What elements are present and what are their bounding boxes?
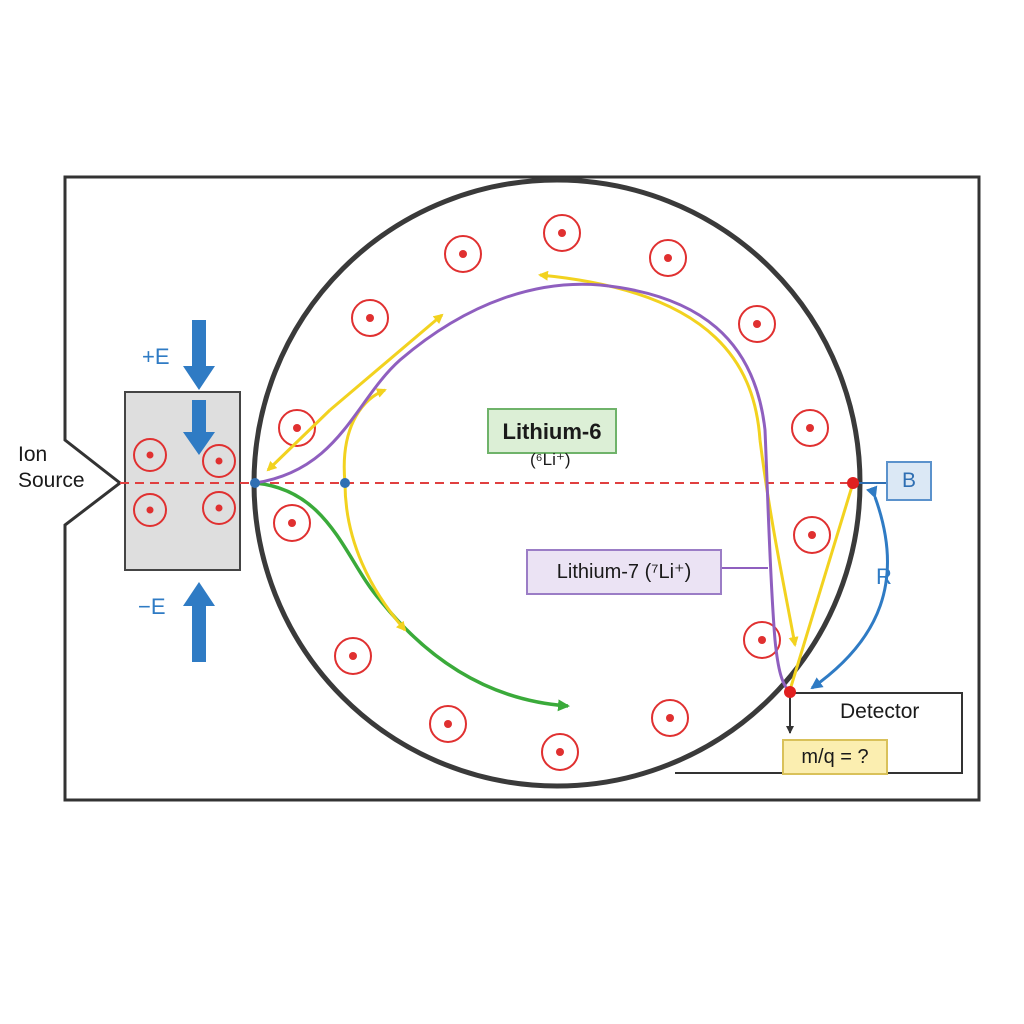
field-out-of-page-icon	[738, 305, 776, 343]
field-out-of-page-icon	[541, 733, 579, 771]
detector-point	[784, 686, 796, 698]
e-field-arrows	[183, 320, 215, 662]
field-out-of-page-icon	[278, 409, 316, 447]
field-markers	[133, 214, 831, 771]
green-trajectory	[254, 481, 570, 712]
field-out-of-page-icon	[133, 493, 167, 527]
entry-point	[250, 478, 260, 488]
field-out-of-page-icon	[743, 621, 781, 659]
lithium6-trajectories	[266, 270, 855, 691]
arrow-icon	[183, 320, 215, 390]
lithium6-label: Lithium-6	[487, 408, 617, 454]
field-out-of-page-icon	[133, 438, 167, 472]
b-point	[847, 477, 859, 489]
radius-arrow	[810, 485, 889, 690]
radius-label: R	[876, 564, 892, 589]
ion-source-label: Ion Source	[18, 443, 85, 492]
field-out-of-page-icon	[791, 409, 829, 447]
arrow-icon	[183, 400, 215, 455]
split-point	[340, 478, 350, 488]
field-out-of-page-icon	[651, 699, 689, 737]
field-out-of-page-icon	[543, 214, 581, 252]
field-out-of-page-icon	[793, 516, 831, 554]
field-out-of-page-icon	[202, 444, 236, 478]
velocity-selector	[124, 391, 241, 571]
detector-label: Detector	[840, 700, 920, 723]
apparatus-frame	[63, 175, 981, 802]
e-minus-label: −E	[138, 594, 166, 619]
lithium7-label: Lithium-7 (⁷Li⁺)	[526, 549, 722, 595]
mass-charge-label: m/q = ?	[782, 739, 888, 775]
field-out-of-page-icon	[351, 299, 389, 337]
field-out-of-page-icon	[429, 705, 467, 743]
field-out-of-page-icon	[334, 637, 372, 675]
field-out-of-page-icon	[444, 235, 482, 273]
field-out-of-page-icon	[273, 504, 311, 542]
lithium7-trajectory	[254, 282, 792, 694]
field-out-of-page-icon	[202, 491, 236, 525]
arrow-icon	[183, 582, 215, 662]
field-out-of-page-icon	[649, 239, 687, 277]
lithium6-symbol: (⁶Li⁺)	[530, 450, 571, 469]
magnetic-field-label: B	[886, 461, 932, 501]
e-plus-label: +E	[142, 344, 170, 369]
